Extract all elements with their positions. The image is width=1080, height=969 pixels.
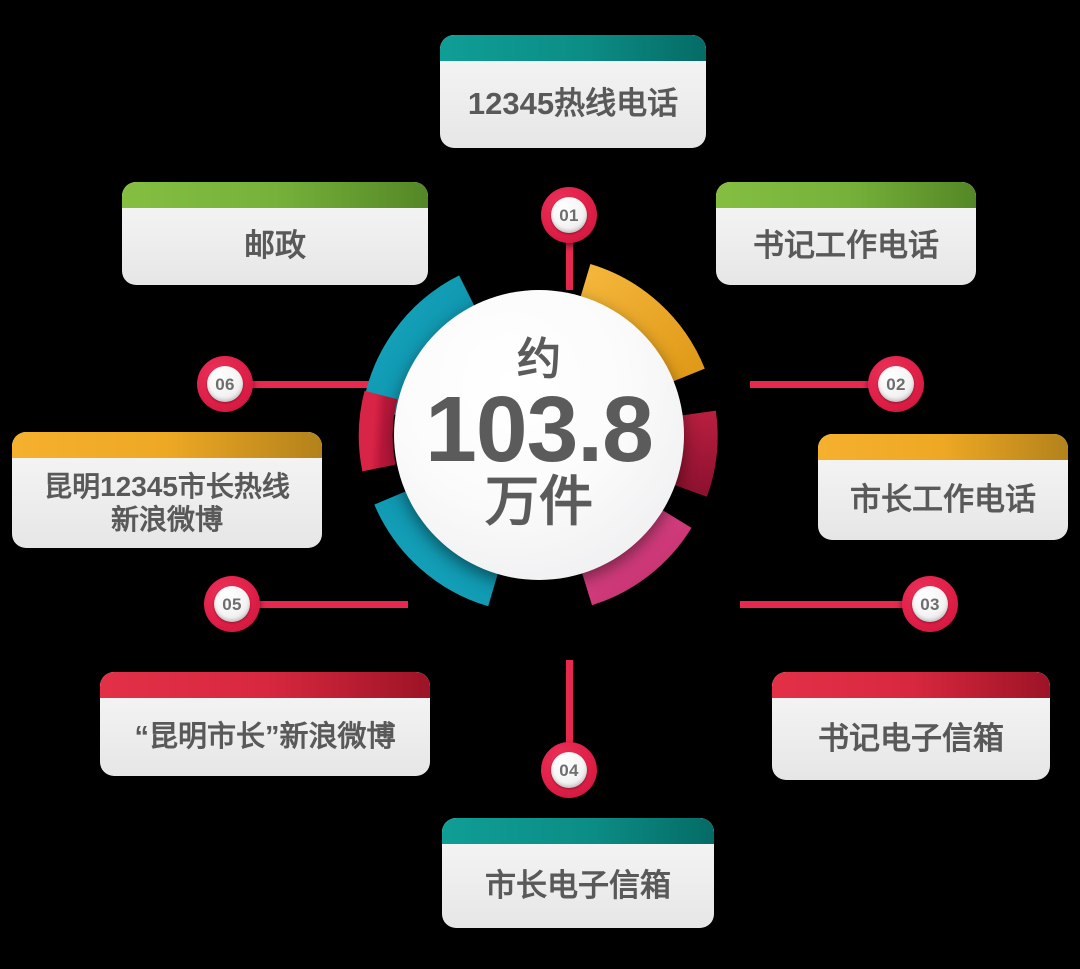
arc-gold-topright [580, 264, 705, 382]
node-card-08-colorbar [122, 182, 428, 208]
node-card-06-label: “昆明市长”新浪微博 [134, 720, 396, 753]
badge-02-inner: 02 [878, 366, 914, 402]
arc-teal-topleft [362, 275, 475, 416]
center-summary: 约 103.8 万件 [340, 248, 740, 668]
node-card-03-colorbar [818, 434, 1068, 460]
center-circle: 约 103.8 万件 [394, 290, 684, 580]
connector-line-02 [750, 381, 880, 388]
node-card-08-label: 邮政 [244, 228, 306, 264]
badge-06-number: 06 [215, 374, 235, 394]
node-card-01-label: 12345热线电话 [467, 86, 679, 122]
node-card-07-label: 昆明12345市长热线 新浪微博 [44, 470, 290, 535]
node-card-07-colorbar [12, 432, 322, 458]
badge-04-number: 04 [559, 760, 579, 780]
connector-line-06 [235, 381, 400, 388]
badge-02[interactable]: 02 [868, 356, 924, 412]
connector-line-05 [248, 601, 408, 608]
badge-02-number: 02 [886, 374, 906, 394]
node-card-02-label: 书记工作电话 [753, 228, 939, 264]
badge-01-number: 01 [559, 205, 579, 225]
node-card-03-label: 市长工作电话 [850, 481, 1036, 517]
arc-crimson-left [358, 390, 398, 472]
node-card-07[interactable]: 昆明12345市长热线 新浪微博 [12, 432, 322, 548]
node-card-05-label: 市长电子信箱 [485, 867, 671, 903]
node-card-06[interactable]: “昆明市长”新浪微博 [100, 672, 430, 776]
connector-line-04 [566, 660, 573, 770]
badge-04-inner: 04 [551, 752, 587, 788]
center-value: 103.8 [425, 376, 654, 481]
badge-01-inner: 01 [551, 197, 587, 233]
node-card-02[interactable]: 书记工作电话 [716, 182, 976, 285]
center-unit: 万件 [485, 471, 593, 532]
badge-03-number: 03 [920, 594, 940, 614]
center-arc-ring [358, 264, 718, 607]
node-card-05-colorbar [442, 818, 714, 844]
badge-05-number: 05 [222, 594, 242, 614]
node-card-01-colorbar [440, 35, 706, 61]
node-card-06-colorbar [100, 672, 430, 698]
node-card-02-colorbar [716, 182, 976, 208]
arc-teal-bottomleft [374, 491, 499, 607]
connector-line-01 [566, 200, 573, 290]
node-card-04-colorbar [772, 672, 1050, 698]
badge-03-inner: 03 [912, 586, 948, 622]
connector-line-03 [740, 601, 910, 608]
badge-06-inner: 06 [207, 366, 243, 402]
node-card-05[interactable]: 市长电子信箱 [442, 818, 714, 928]
node-card-04-label: 书记电子信箱 [818, 720, 1004, 756]
badge-05[interactable]: 05 [204, 576, 260, 632]
badge-04[interactable]: 04 [541, 742, 597, 798]
node-card-03[interactable]: 市长工作电话 [818, 434, 1068, 540]
badge-01[interactable]: 01 [541, 187, 597, 243]
badge-05-inner: 05 [214, 586, 250, 622]
arc-pink-bottomright [581, 509, 692, 606]
node-card-08[interactable]: 邮政 [122, 182, 428, 285]
badge-03[interactable]: 03 [902, 576, 958, 632]
badge-06[interactable]: 06 [197, 356, 253, 412]
center-approx-label: 约 [517, 334, 561, 384]
node-card-01[interactable]: 12345热线电话 [440, 35, 706, 148]
node-card-04[interactable]: 书记电子信箱 [772, 672, 1050, 780]
arc-darkred-right [674, 410, 718, 497]
